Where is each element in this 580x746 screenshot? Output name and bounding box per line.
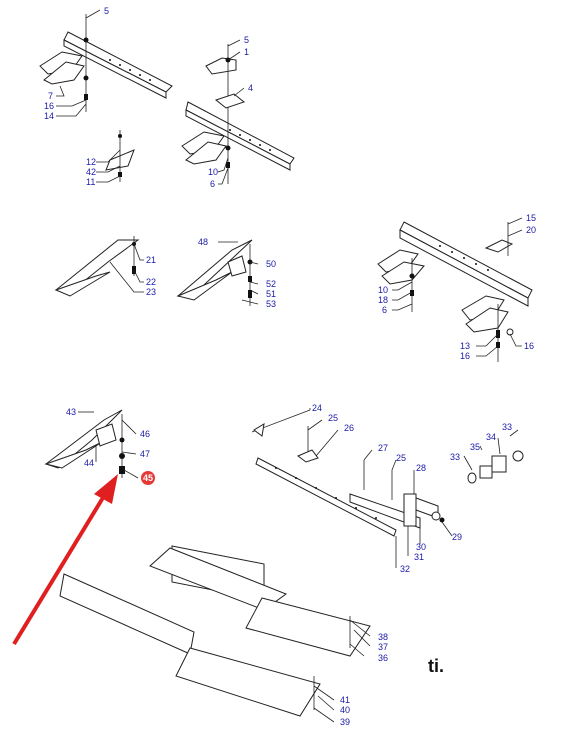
label-51: 51 xyxy=(266,289,276,299)
label-6b: 6 xyxy=(382,305,387,315)
label-36: 36 xyxy=(378,653,388,663)
clip-assembly xyxy=(105,130,135,182)
label-48: 48 xyxy=(198,237,208,247)
label-41: 41 xyxy=(340,695,350,705)
label-37: 37 xyxy=(378,642,388,652)
label-34: 34 xyxy=(486,432,496,442)
label-10: 10 xyxy=(208,167,218,177)
label-4: 4 xyxy=(248,83,253,93)
label-44: 44 xyxy=(84,458,94,468)
label-28: 28 xyxy=(416,463,426,473)
panel-assembly xyxy=(59,545,371,717)
label-22: 22 xyxy=(146,277,156,287)
label-5b: 5 xyxy=(244,35,249,45)
label-23: 23 xyxy=(146,287,156,297)
label-40: 40 xyxy=(340,705,350,715)
label-53: 53 xyxy=(266,299,276,309)
guard-assembly-48 xyxy=(176,239,253,306)
label-32: 32 xyxy=(400,564,410,574)
highlight-arrow xyxy=(12,474,118,646)
label-21: 21 xyxy=(146,255,156,265)
label-20: 20 xyxy=(526,225,536,235)
label-33b: 33 xyxy=(450,452,460,462)
label-50: 50 xyxy=(266,259,276,269)
label-7: 7 xyxy=(48,91,53,101)
brand-logo: ti. xyxy=(428,656,444,676)
label-24: 24 xyxy=(312,403,322,413)
label-46: 46 xyxy=(140,429,150,439)
label-25b: 25 xyxy=(396,453,406,463)
label-12: 12 xyxy=(86,157,96,167)
label-6: 6 xyxy=(210,179,215,189)
label-16: 16 xyxy=(44,101,54,111)
label-33: 33 xyxy=(502,422,512,432)
knife-assembly xyxy=(251,409,524,537)
callout-lines xyxy=(56,9,523,723)
label-18: 18 xyxy=(378,295,388,305)
label-1: 1 xyxy=(244,47,249,57)
label-25: 25 xyxy=(328,413,338,423)
label-31: 31 xyxy=(414,552,424,562)
label-43: 43 xyxy=(66,407,76,417)
label-15: 15 xyxy=(526,213,536,223)
label-45-highlighted: 45 xyxy=(143,473,153,483)
beam-assembly-right xyxy=(377,221,533,362)
label-14: 14 xyxy=(44,111,54,121)
label-16c: 16 xyxy=(524,341,534,351)
label-39: 39 xyxy=(340,717,350,727)
guard-assembly-21 xyxy=(54,236,140,297)
label-16b: 16 xyxy=(460,351,470,361)
part-labels: 5 7 16 14 5 1 4 12 42 11 10 6 21 22 23 4… xyxy=(44,6,536,727)
label-38: 38 xyxy=(378,632,388,642)
guard-assembly-43 xyxy=(44,409,125,478)
label-5: 5 xyxy=(104,6,109,16)
beam-assembly-top-right xyxy=(181,44,295,184)
label-52: 52 xyxy=(266,279,276,289)
beam-assembly-top-left xyxy=(39,14,173,112)
label-26: 26 xyxy=(344,423,354,433)
label-29: 29 xyxy=(452,532,462,542)
label-47: 47 xyxy=(140,449,150,459)
highlight-marker[interactable] xyxy=(141,471,155,485)
label-42: 42 xyxy=(86,167,96,177)
label-35: 35 xyxy=(470,442,480,452)
label-11: 11 xyxy=(86,177,95,187)
label-13: 13 xyxy=(460,341,470,351)
label-27: 27 xyxy=(378,443,388,453)
label-30: 30 xyxy=(416,542,426,552)
label-10b: 10 xyxy=(378,285,388,295)
